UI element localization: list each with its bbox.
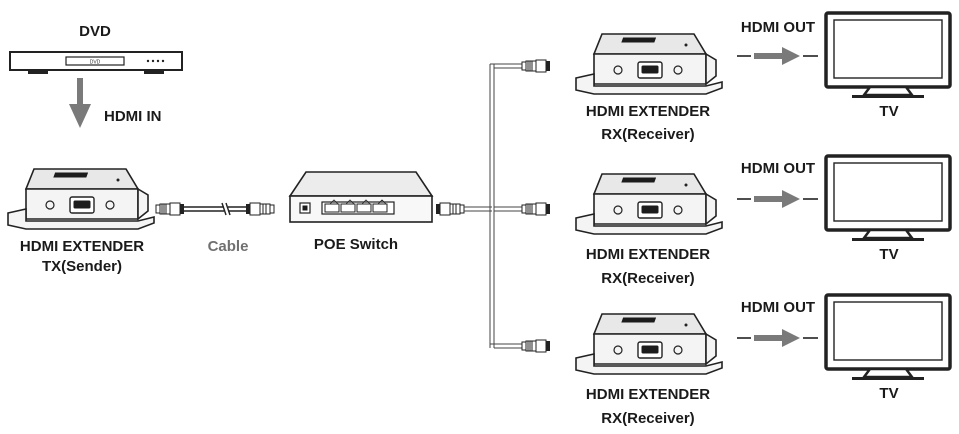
tv-icon-1 [824,11,952,100]
tv-icon-2 [824,154,952,243]
hdmi-out-arrow-icon-2 [754,190,800,208]
tv-label-3: TV [879,385,898,402]
switch-uplink-cable [435,202,492,216]
hdmi-in-arrow-icon [69,78,91,128]
tx-label-line1: HDMI EXTENDER [20,238,144,255]
rx1-label-line2: RX(Receiver) [601,126,694,143]
hdmi-out-label-1: HDMI OUT [741,19,815,36]
rx3-label-line1: HDMI EXTENDER [586,386,710,403]
rx-extender-icon-2 [575,173,723,235]
rx1-label-line1: HDMI EXTENDER [586,103,710,120]
hdmi-in-label: HDMI IN [104,108,162,125]
distribution-bus [489,59,551,353]
tv-label-2: TV [879,246,898,263]
dvd-screen-text: DVD [90,60,101,66]
cable-label: Cable [208,238,249,255]
rx2-label-line1: HDMI EXTENDER [586,246,710,263]
rx-extender-icon-1 [575,33,723,95]
dvd-label: DVD [79,23,111,40]
hdmi-out-label-2: HDMI OUT [741,160,815,177]
poe-switch-icon [288,171,434,223]
hdmi-out-label-3: HDMI OUT [741,299,815,316]
hdmi-out-arrow-icon-3 [754,329,800,347]
rx3-label-line2: RX(Receiver) [601,410,694,427]
tx-label-line2: TX(Sender) [42,258,122,275]
rx-extender-icon-3 [575,313,723,375]
ethernet-cable [155,202,275,216]
tx-extender-icon [7,168,155,230]
poe-switch-label: POE Switch [314,236,398,253]
tv-label-1: TV [879,103,898,120]
hdmi-out-arrow-icon-1 [754,47,800,65]
rx2-label-line2: RX(Receiver) [601,270,694,287]
tv-icon-3 [824,293,952,382]
dvd-player-icon [9,51,183,74]
